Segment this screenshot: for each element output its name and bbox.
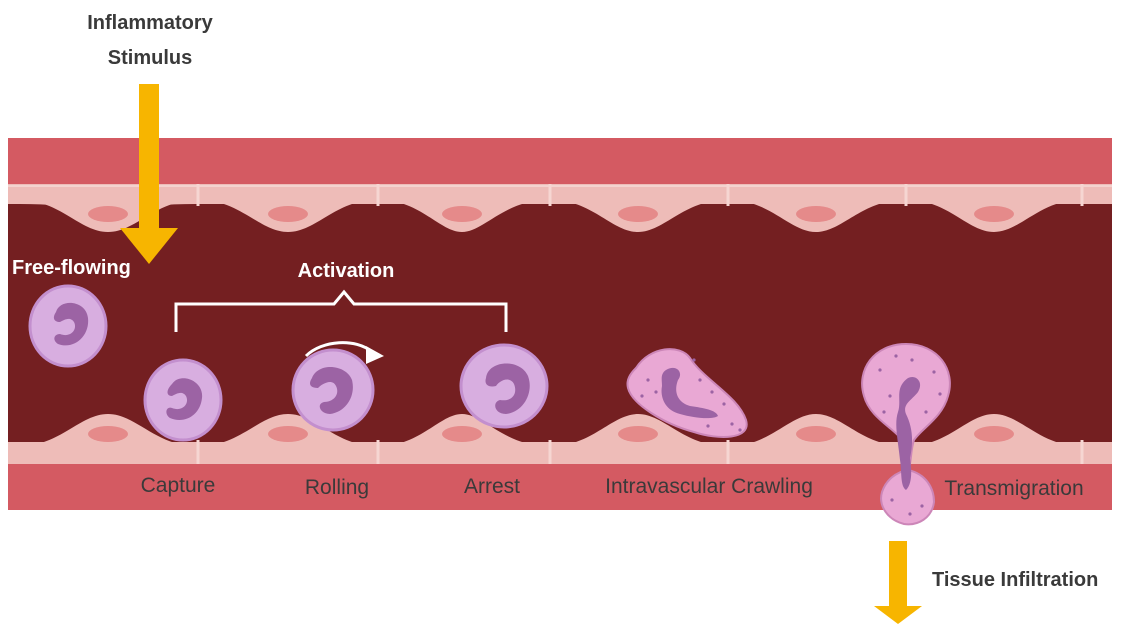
- activation-label: Activation: [298, 260, 395, 282]
- free-flowing-leukocyte: [30, 286, 106, 366]
- stage-label-capture: Capture: [141, 474, 216, 497]
- free-flowing-label: Free-flowing: [12, 257, 131, 279]
- stimulus-label-line1: Inflammatory: [87, 12, 213, 34]
- tissue-infiltration-arrow: [874, 541, 922, 624]
- stage-label-rolling: Rolling: [305, 476, 369, 499]
- arrest-leukocyte: [461, 345, 547, 427]
- stage-label-transmigration: Transmigration: [944, 477, 1083, 500]
- stimulus-label-line2: Stimulus: [108, 47, 192, 69]
- capture-leukocyte: [145, 360, 221, 440]
- stage-label-crawling: Intravascular Crawling: [605, 475, 813, 498]
- tissue-infiltration-label: Tissue Infiltration: [932, 569, 1098, 591]
- vessel-wall-top: [8, 138, 1112, 186]
- stage-label-arrest: Arrest: [464, 475, 520, 498]
